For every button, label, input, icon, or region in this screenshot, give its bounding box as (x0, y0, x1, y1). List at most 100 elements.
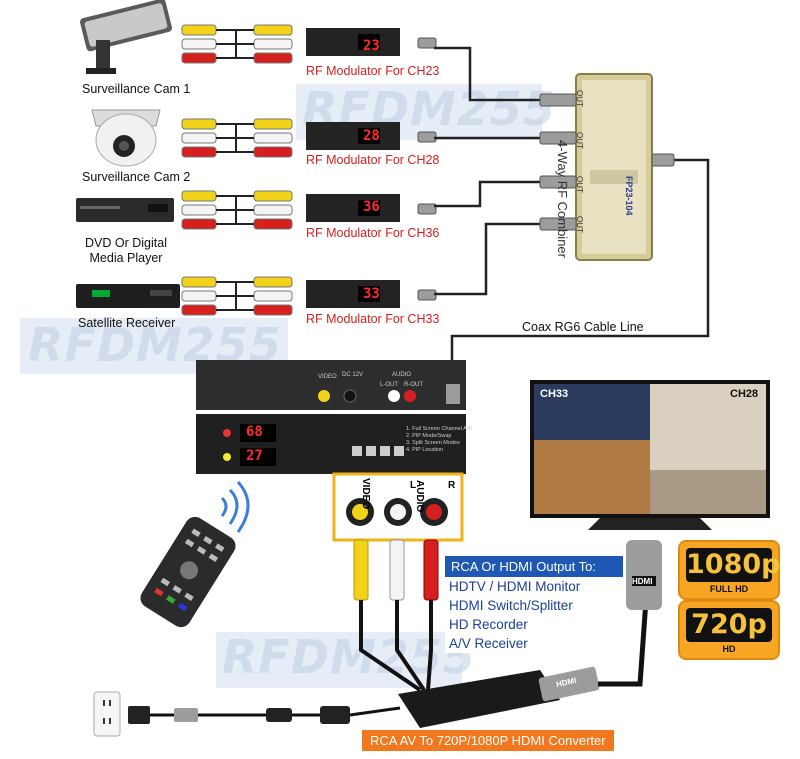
rca-plug (181, 132, 217, 144)
rf-modulator-box (306, 122, 400, 150)
rca-plug (253, 290, 293, 302)
coax-cable-label: Coax RG6 Cable Line (522, 320, 644, 334)
rca-plugs-icon (353, 539, 439, 692)
rca-plug (253, 304, 293, 316)
modulator-label-1: RF Modulator For CH23 (306, 64, 440, 78)
converter-label: RCA AV To 720P/1080P HDMI Converter (362, 730, 614, 751)
surveillance-camera-1-icon (80, 0, 172, 74)
hdmi-logo: HDMI (632, 577, 653, 586)
rf-modulator-display-bg (358, 34, 380, 50)
rca-plug (181, 218, 217, 230)
output-item: HDMI Switch/Splitter (449, 598, 573, 613)
rf-modulator-box (306, 194, 400, 222)
badge-720p-title: 720p (686, 608, 772, 642)
rca-cable-set (181, 118, 437, 158)
badge-1080p: 1080p FULL HD (678, 540, 780, 600)
modulator-display-2: 28 (363, 128, 380, 144)
modulator-display-3: 36 (363, 199, 380, 215)
rca-cable-line (216, 123, 254, 153)
device-panel-dc: DC 12V (342, 372, 364, 378)
satellite-receiver-icon (76, 284, 180, 308)
rca-plug (253, 52, 293, 64)
rca-cable-line (216, 29, 254, 59)
rca-cable-set (181, 190, 437, 230)
rca-plug (181, 190, 217, 202)
rca-plug (253, 146, 293, 158)
rf-modulator-display-bg (358, 286, 380, 302)
output-item: A/V Receiver (449, 636, 528, 651)
device-menu-line: 2. PIP Mode/Swap (406, 433, 452, 439)
power-cable-icon (93, 691, 401, 737)
rca-plug (253, 24, 293, 36)
device-panel-audio: AUDIO (392, 372, 412, 378)
modulator-label-2: RF Modulator For CH28 (306, 153, 440, 167)
tv-left-channel: CH33 (540, 388, 569, 400)
rca-cable-line (216, 281, 254, 311)
combiner-out-3: OUT (575, 176, 584, 193)
combiner-out-2: OUT (575, 132, 584, 149)
output-item: HDTV / HDMI Monitor (449, 579, 581, 594)
rf-output-connector (417, 131, 437, 143)
rca-plug (253, 132, 293, 144)
badge-1080p-subtitle: FULL HD (709, 584, 749, 594)
hdmi-converter-icon (398, 540, 662, 728)
source-label-4: Satellite Receiver (78, 316, 176, 330)
device-display-a: 68 (246, 424, 263, 440)
output-heading: RCA Or HDMI Output To: (445, 556, 623, 577)
jack-label-video: VIDEO (360, 478, 371, 510)
combiner-part-number: FP23-104 (624, 176, 634, 216)
modulator-label-4: RF Modulator For CH33 (306, 312, 440, 326)
rca-plug (253, 38, 293, 50)
rf-combiner-icon (575, 73, 653, 261)
jack-label-audio: AUDIO (414, 480, 425, 513)
device-menu-line: 3. Split Screen Modes (406, 440, 460, 446)
rca-cable-line (216, 195, 254, 225)
rca-plug (253, 118, 293, 130)
rca-plug (181, 24, 217, 36)
television-icon (530, 380, 770, 530)
device-menu-line: 1. Full Screen Channel A/B (406, 426, 473, 432)
device-menu: 1. Full Screen Channel A/B 2. PIP Mode/S… (406, 426, 472, 454)
jack-label-r: R (448, 480, 456, 491)
watermark-box-bottom (216, 632, 462, 688)
badge-1080p-title: 1080p (686, 548, 781, 582)
source-label-3: DVD Or Digital Media Player (85, 236, 167, 265)
rf-modulator-display-bg (358, 200, 380, 216)
rca-plug (253, 190, 293, 202)
rf-output-connector (417, 37, 437, 49)
badge-720p-subtitle: HD (722, 644, 736, 654)
output-targets-box: RCA Or HDMI Output To: HDTV / HDMI Monit… (445, 556, 623, 653)
rca-plug (181, 38, 217, 50)
rf-modulator-box (306, 280, 400, 308)
rca-cable-set (181, 276, 437, 316)
rca-plug (181, 204, 217, 216)
badge-720p: 720p HD (678, 600, 780, 660)
rca-plug (181, 276, 217, 288)
coax-connectors (539, 93, 675, 231)
rca-plug (181, 118, 217, 130)
rf-modulator-display-bg (358, 128, 380, 144)
rca-plug (181, 290, 217, 302)
av-jack-panel-icon (332, 472, 464, 542)
output-item: HD Recorder (449, 617, 528, 632)
rca-cable-set (181, 24, 437, 64)
tv-right-channel: CH28 (730, 388, 759, 400)
rca-plug (253, 276, 293, 288)
source-label-2: Surveillance Cam 2 (82, 170, 191, 184)
rf-output-connector (417, 203, 437, 215)
device-panel-rout: R-OUT (404, 382, 423, 388)
device-menu-line: 4. PIP Location (406, 447, 444, 453)
modulator-label-3: RF Modulator For CH36 (306, 226, 440, 240)
rca-plug (253, 204, 293, 216)
device-panel-lout: L-OUT (380, 382, 398, 388)
combiner-label: 4-Way RF Combiner (555, 140, 570, 258)
jack-label-l: L (410, 480, 417, 491)
source-rows (181, 24, 437, 316)
dome-camera-2-icon (91, 109, 161, 167)
source-label-1: Surveillance Cam 1 (82, 82, 191, 96)
remote-control-icon (140, 480, 250, 628)
rca-plug (181, 146, 217, 158)
combiner-out-4: OUT (575, 216, 584, 233)
